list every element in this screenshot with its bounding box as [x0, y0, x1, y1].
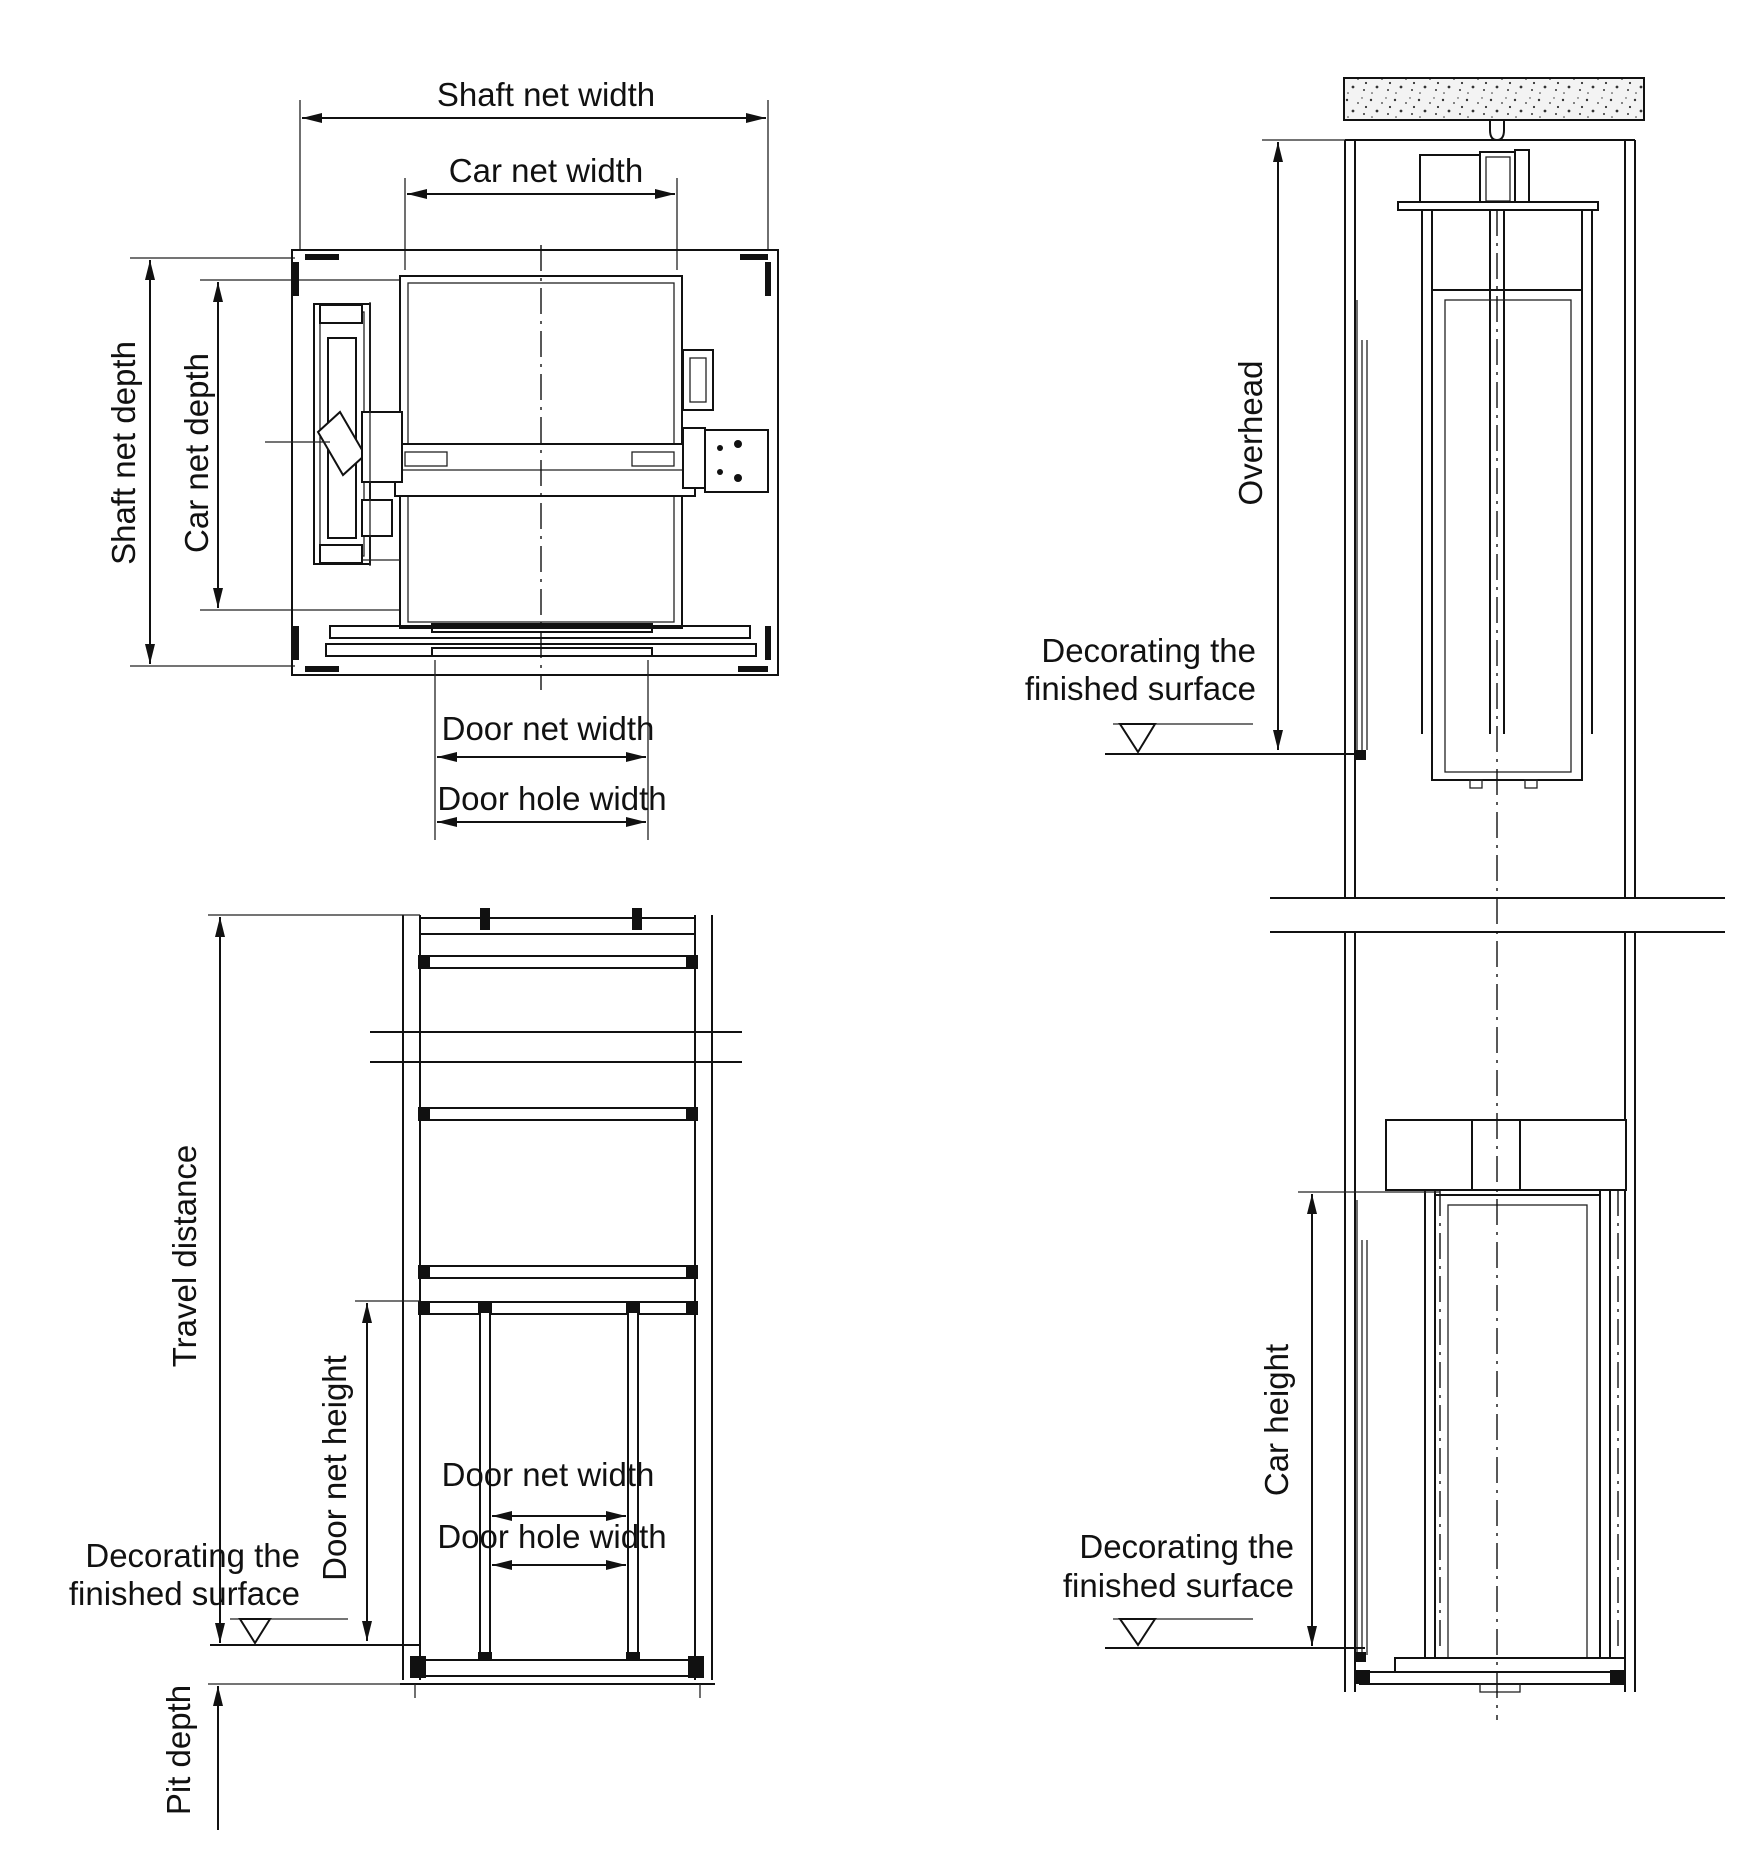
dimension-car-height: Car height	[1258, 1191, 1440, 1646]
dimension-door-hole-width-front: Door hole width	[437, 1518, 667, 1570]
shaft-net-depth-label: Shaft net depth	[105, 341, 142, 565]
crossbars	[418, 955, 698, 1315]
dimension-car-net-depth: Car net depth	[178, 279, 400, 611]
decorating-top-line2: finished surface	[1025, 670, 1256, 707]
dimension-overhead: Overhead	[1232, 139, 1345, 750]
car-net-width-label: Car net width	[449, 152, 643, 189]
corner-anchors	[293, 254, 771, 672]
section-view: Overhead Decorating the finished surface…	[1025, 77, 1725, 1720]
dimension-shaft-net-depth: Shaft net depth	[105, 257, 295, 667]
finished-surface-bottom: Decorating the finished surface	[1063, 1528, 1365, 1649]
drive-unit	[265, 302, 403, 566]
ceiling-slab	[1343, 77, 1645, 121]
door-net-width-plan-label: Door net width	[442, 710, 655, 747]
upper-car	[1431, 289, 1583, 781]
dimension-pit-depth: Pit depth	[160, 1683, 400, 1830]
lower-car	[1434, 1194, 1601, 1671]
decorating-top-line1: Decorating the	[1041, 632, 1256, 669]
front-view: Travel distance Door net height Door net…	[69, 908, 742, 1830]
dimension-travel-distance: Travel distance	[166, 914, 420, 1643]
dimension-car-net-width: Car net width	[404, 152, 678, 270]
top-drive	[1397, 149, 1599, 211]
decorating-front-line1: Decorating the	[85, 1537, 300, 1574]
car-height-label: Car height	[1258, 1344, 1295, 1496]
door-frame-posts	[478, 1301, 640, 1664]
dimension-door-net-width-plan: Door net width	[437, 710, 655, 762]
shaft-outline	[291, 249, 779, 676]
decorating-bottom-line1: Decorating the	[1079, 1528, 1294, 1565]
decorating-front-line2: finished surface	[69, 1575, 300, 1612]
dimension-door-net-height: Door net height	[316, 1300, 420, 1641]
travel-distance-label: Travel distance	[166, 1145, 203, 1368]
finished-surface-top: Decorating the finished surface	[1025, 632, 1365, 755]
shaft-net-width-label: Shaft net width	[437, 76, 655, 113]
door-hole-width-plan-label: Door hole width	[437, 780, 666, 817]
pit-depth-label: Pit depth	[160, 1685, 197, 1815]
finished-surface-front: Decorating the finished surface	[69, 1537, 420, 1646]
dimension-door-net-width-front: Door net width	[442, 1456, 655, 1521]
car-net-depth-label: Car net depth	[178, 353, 215, 553]
overhead-label: Overhead	[1232, 361, 1269, 506]
door-net-height-label: Door net height	[316, 1355, 353, 1581]
door-hole-width-front-label: Door hole width	[437, 1518, 666, 1555]
plan-view: Shaft net width Car net width Shaft net …	[105, 76, 779, 840]
dimension-door-hole-width-plan: Door hole width	[437, 780, 667, 827]
decorating-bottom-line2: finished surface	[1063, 1567, 1294, 1604]
right-guide-rail	[682, 349, 769, 493]
door-net-width-front-label: Door net width	[442, 1456, 655, 1493]
dimension-shaft-net-width: Shaft net width	[299, 76, 769, 250]
